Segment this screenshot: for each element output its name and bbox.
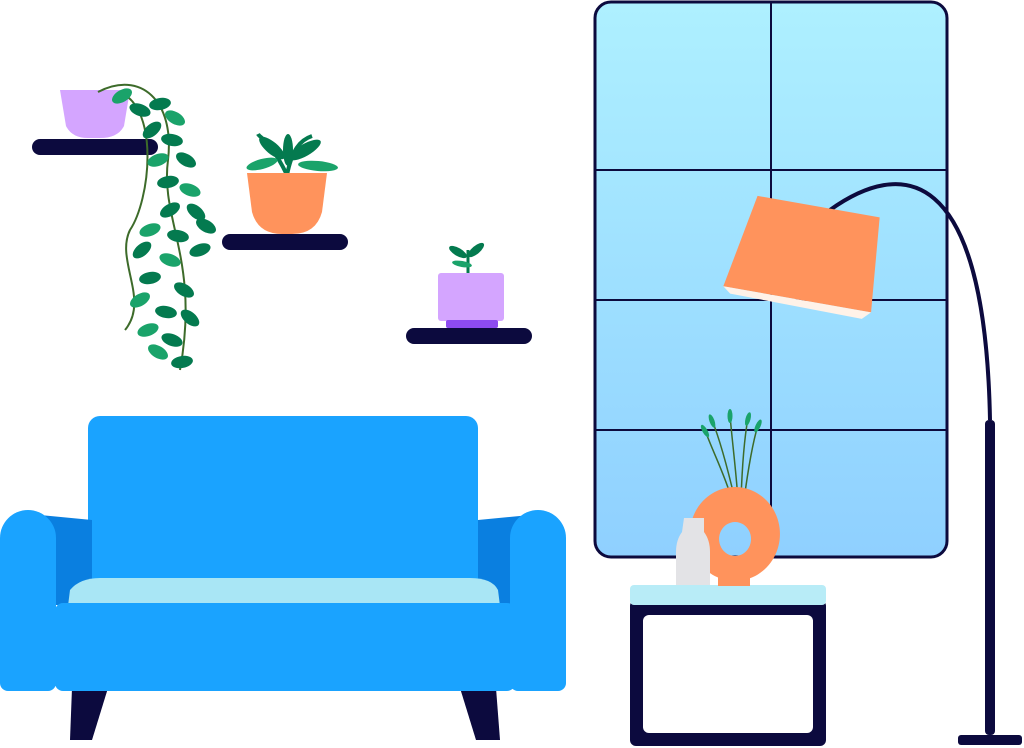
bottle-icon <box>676 518 710 585</box>
hanging-leaf <box>130 292 150 308</box>
wall-shelves <box>32 139 532 344</box>
hanging-leaf <box>157 175 179 189</box>
hanging-leaf <box>171 355 193 369</box>
hanging-leaf <box>174 282 194 298</box>
hanging-leaf <box>176 152 196 168</box>
sofa-icon <box>0 416 566 740</box>
hanging-leaf <box>186 203 206 221</box>
hanging-plant-icon <box>60 83 216 371</box>
hanging-leaf <box>165 110 185 126</box>
hanging-leaf <box>147 153 169 167</box>
hanging-leaf <box>196 218 216 234</box>
hanging-leaf <box>148 344 168 360</box>
hanging-leaf <box>112 88 132 104</box>
hanging-leaf <box>179 183 201 197</box>
seedling-icon <box>438 242 504 328</box>
vase-icon <box>689 409 780 586</box>
hanging-leaf <box>160 202 180 218</box>
hanging-leaf <box>167 229 189 243</box>
hanging-leaf <box>180 309 200 327</box>
side-table-icon <box>630 585 826 746</box>
shelf-middle <box>222 234 348 250</box>
hanging-leaf <box>142 121 162 139</box>
lamp-shade <box>723 195 880 319</box>
hanging-leaf <box>161 133 183 147</box>
shelf-bottom <box>406 328 532 344</box>
hanging-leaf <box>155 305 177 319</box>
hanging-leaf <box>149 97 171 111</box>
hanging-leaf <box>137 323 159 337</box>
floor-lamp-icon <box>723 182 1022 745</box>
shelf-top <box>32 139 158 155</box>
hanging-leaf <box>161 333 183 347</box>
hanging-leaf <box>139 271 161 285</box>
hanging-leaf <box>139 223 161 237</box>
hanging-leaf <box>159 253 181 267</box>
hanging-leaf <box>129 103 151 117</box>
hanging-leaf <box>189 243 211 257</box>
potted-plant-icon <box>246 132 338 234</box>
hanging-leaf <box>132 241 152 259</box>
